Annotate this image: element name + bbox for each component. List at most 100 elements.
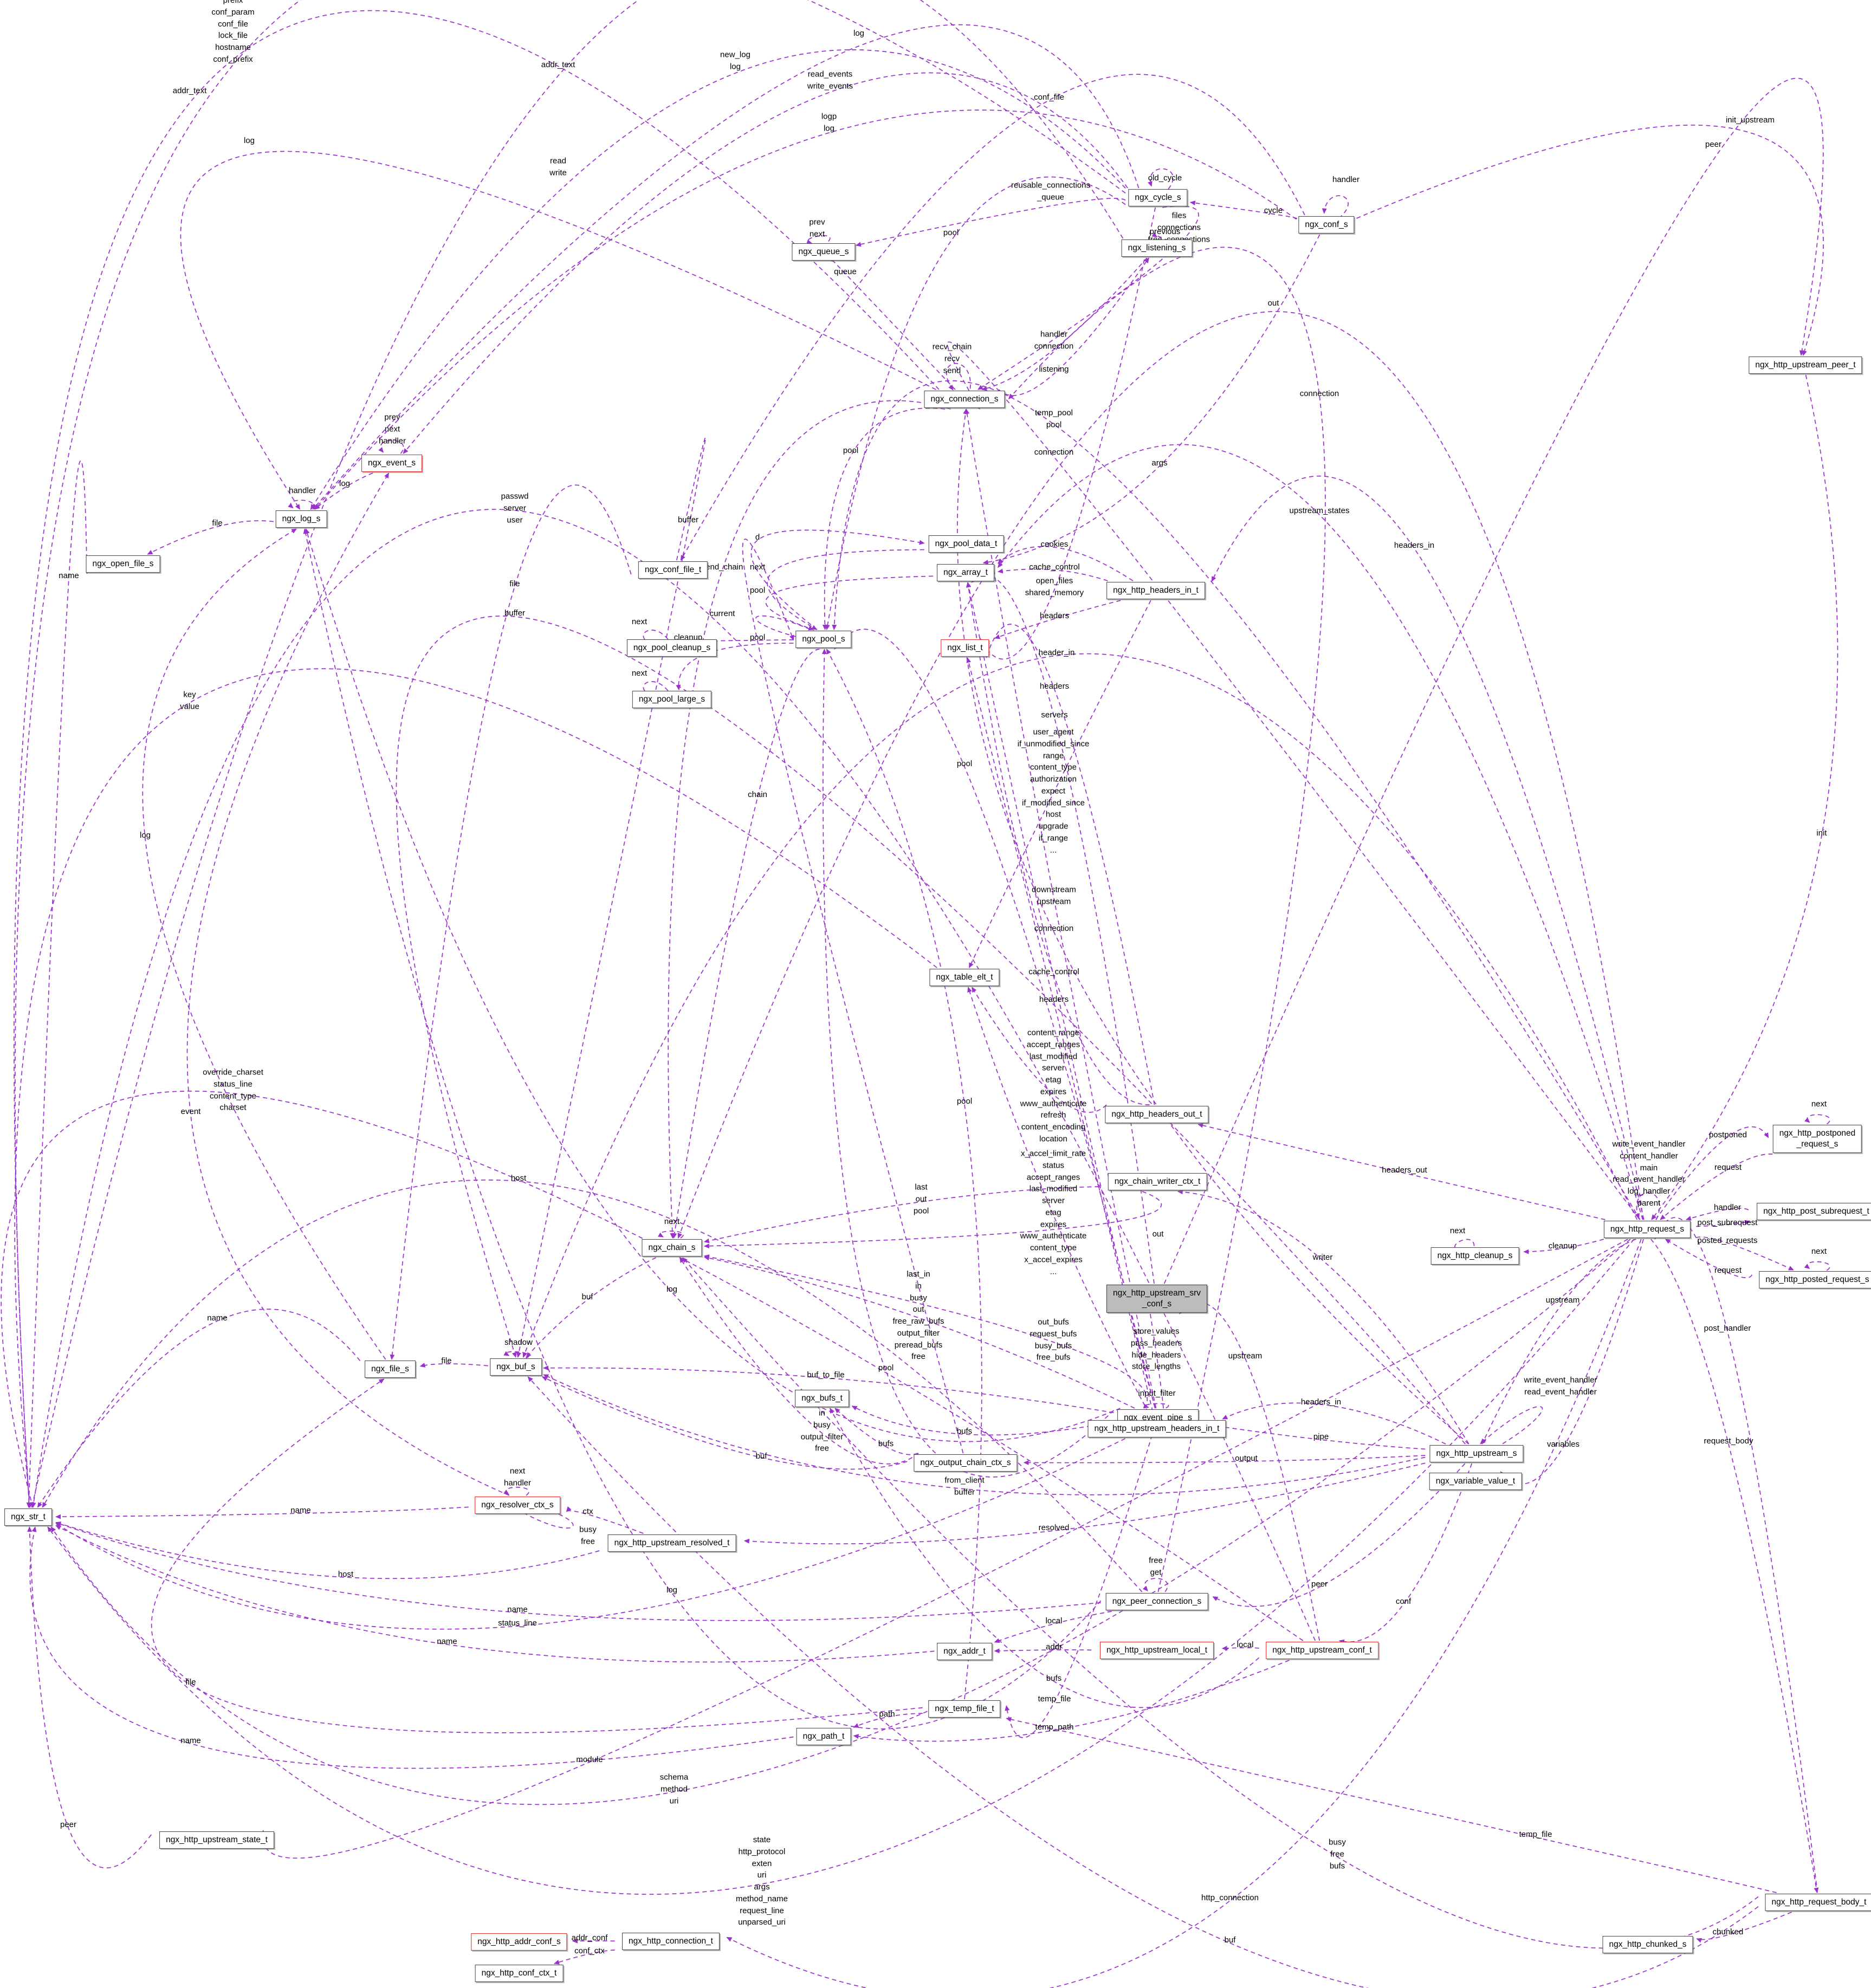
node-postsub[interactable]: ngx_http_post_subrequest_t <box>1757 1202 1871 1221</box>
edge-label: prev next <box>809 217 825 238</box>
node-cwriter[interactable]: ngx_chain_writer_ctx_t <box>1108 1173 1207 1191</box>
edge-uconf-str <box>31 509 1316 1641</box>
node-chunked[interactable]: ngx_http_chunked_s <box>1602 1935 1693 1954</box>
edge-label: store_values pass_headers hide_headers s… <box>1130 1326 1182 1371</box>
edge-label: pool <box>943 228 959 238</box>
edge-label: upstream_states <box>1289 506 1350 516</box>
edge-pipe-pool <box>834 629 1156 1409</box>
edge-label: headers <box>1039 611 1070 621</box>
edge-label: ctx <box>582 1507 593 1517</box>
node-upeer[interactable]: ngx_http_upstream_peer_t <box>1749 356 1862 374</box>
node-conn[interactable]: ngx_connection_s <box>924 390 1005 409</box>
edge-label: out_bufs request_bufs busy_bufs free_buf… <box>1030 1317 1077 1362</box>
node-httpconn[interactable]: ngx_http_connection_t <box>622 1932 720 1951</box>
node-openfile[interactable]: ngx_open_file_s <box>86 555 160 573</box>
edge-label: d <box>755 533 760 542</box>
node-poolclean[interactable]: ngx_pool_cleanup_s <box>626 639 717 657</box>
node-uhin[interactable]: ngx_http_upstream_headers_in_t <box>1087 1420 1226 1438</box>
edge-cycle-pool <box>825 176 1126 630</box>
edge-peerconn-peerconn <box>1142 1578 1168 1592</box>
node-log[interactable]: ngx_log_s <box>275 510 327 528</box>
edge-label: pool <box>843 446 859 456</box>
edge-label: log <box>853 29 865 38</box>
edge-label: next <box>1811 1247 1827 1257</box>
edge-conn-listening <box>998 257 1149 396</box>
node-tempfile[interactable]: ngx_temp_file_t <box>928 1700 1001 1718</box>
edge-label: next <box>749 562 766 572</box>
node-str[interactable]: ngx_str_t <box>4 1508 52 1526</box>
node-pool[interactable]: ngx_pool_s <box>795 630 852 649</box>
edge-label: headers <box>1039 995 1069 1005</box>
edge-upstream-buf <box>543 1374 1426 1495</box>
edge-uhin-str <box>55 1438 1126 1630</box>
node-rbody[interactable]: ngx_http_request_body_t <box>1765 1893 1871 1912</box>
edge-rbody-chunked <box>1696 1912 1792 1943</box>
node-conffile[interactable]: ngx_conf_file_t <box>638 561 708 579</box>
node-octx[interactable]: ngx_output_chain_ctx_s <box>914 1454 1018 1472</box>
edge-conffile-buf <box>516 437 706 1358</box>
edge-label: file <box>509 579 520 589</box>
node-varval[interactable]: ngx_variable_value_t <box>1429 1472 1522 1491</box>
edge-label: in busy output_filter free <box>800 1408 844 1453</box>
node-chain[interactable]: ngx_chain_s <box>642 1239 702 1257</box>
node-cleanup[interactable]: ngx_http_cleanup_s <box>1430 1247 1519 1265</box>
edge-pipe-bufs <box>851 1406 1114 1436</box>
node-path[interactable]: ngx_path_t <box>796 1727 851 1746</box>
edge-label: user_agent if_unmodified_since range con… <box>1017 727 1090 854</box>
node-pooldata[interactable]: ngx_pool_data_t <box>928 535 1004 553</box>
node-ustate[interactable]: ngx_http_upstream_state_t <box>159 1831 274 1849</box>
node-uconf[interactable]: ngx_http_upstream_conf_t <box>1266 1641 1378 1660</box>
edge-label: file <box>185 1678 196 1687</box>
node-resolved[interactable]: ngx_http_upstream_resolved_t <box>607 1534 736 1552</box>
edge-cwriter-chain <box>703 1191 1162 1249</box>
node-posted[interactable]: ngx_http_posted_request_s <box>1759 1271 1871 1289</box>
edge-label: local <box>1045 1616 1063 1626</box>
node-confctx[interactable]: ngx_http_conf_ctx_t <box>475 1964 564 1983</box>
node-hin[interactable]: ngx_http_headers_in_t <box>1106 581 1205 600</box>
edge-pool-chain <box>672 649 820 1239</box>
node-event[interactable]: ngx_event_s <box>361 454 422 472</box>
edge-label: next <box>1449 1226 1466 1236</box>
node-addrconf[interactable]: ngx_http_addr_conf_s <box>471 1933 567 1951</box>
node-listening[interactable]: ngx_listening_s <box>1121 239 1193 257</box>
edge-label: request_body <box>1704 1436 1753 1446</box>
node-poollarge[interactable]: ngx_pool_large_s <box>632 690 712 709</box>
node-cycle[interactable]: ngx_cycle_s <box>1128 189 1188 207</box>
node-conf[interactable]: ngx_conf_s <box>1298 216 1355 234</box>
node-request[interactable]: ngx_http_request_s <box>1603 1220 1691 1239</box>
node-array[interactable]: ngx_array_t <box>937 564 994 582</box>
edge-label: pool <box>956 1097 973 1106</box>
edge-request-cleanup <box>1523 1239 1604 1254</box>
node-bufs[interactable]: ngx_bufs_t <box>795 1389 849 1408</box>
edge-label: name <box>180 1736 201 1746</box>
node-queue[interactable]: ngx_queue_s <box>792 243 856 261</box>
node-list[interactable]: ngx_list_t <box>941 639 989 657</box>
edge-label: new_log log <box>720 50 750 71</box>
node-buf[interactable]: ngx_buf_s <box>490 1358 542 1376</box>
node-addr[interactable]: ngx_addr_t <box>937 1642 992 1661</box>
edge-cycle-cycle <box>1148 168 1174 190</box>
node-hout[interactable]: ngx_http_headers_out_t <box>1105 1105 1209 1124</box>
edge-label: peer <box>1311 1579 1328 1589</box>
edge-cycle-queue <box>855 198 1126 247</box>
node-telt[interactable]: ngx_table_elt_t <box>929 968 1000 987</box>
edge-cycle-log <box>312 24 1140 510</box>
node-file[interactable]: ngx_file_s <box>365 1360 416 1378</box>
edge-hout-array <box>966 582 1150 1105</box>
edge-request-ustate <box>260 1239 1628 1859</box>
edge-label: conf_ctx <box>574 1946 605 1956</box>
node-srvconf[interactable]: ngx_http_upstream_srv _conf_s <box>1106 1284 1207 1313</box>
node-upstream[interactable]: ngx_http_upstream_s <box>1429 1445 1524 1463</box>
edge-uconf-str <box>1 1090 1304 1641</box>
edge-pool-pool <box>755 615 818 642</box>
edge-resolver-resolver <box>503 1486 529 1496</box>
node-peerconn[interactable]: ngx_peer_connection_s <box>1105 1592 1208 1611</box>
node-postponed[interactable]: ngx_http_postponed _request_s <box>1772 1124 1862 1154</box>
node-ulocal[interactable]: ngx_http_upstream_local_t <box>1099 1641 1214 1660</box>
edge-conf-cycle <box>1189 200 1298 219</box>
edge-label: request <box>1714 1163 1742 1173</box>
edge-label: bufs <box>878 1439 894 1449</box>
edge-posted-posted <box>1804 1261 1830 1271</box>
edge-label: recv_chain recv send <box>932 342 972 375</box>
node-resolver[interactable]: ngx_resolver_ctx_s <box>475 1496 560 1514</box>
